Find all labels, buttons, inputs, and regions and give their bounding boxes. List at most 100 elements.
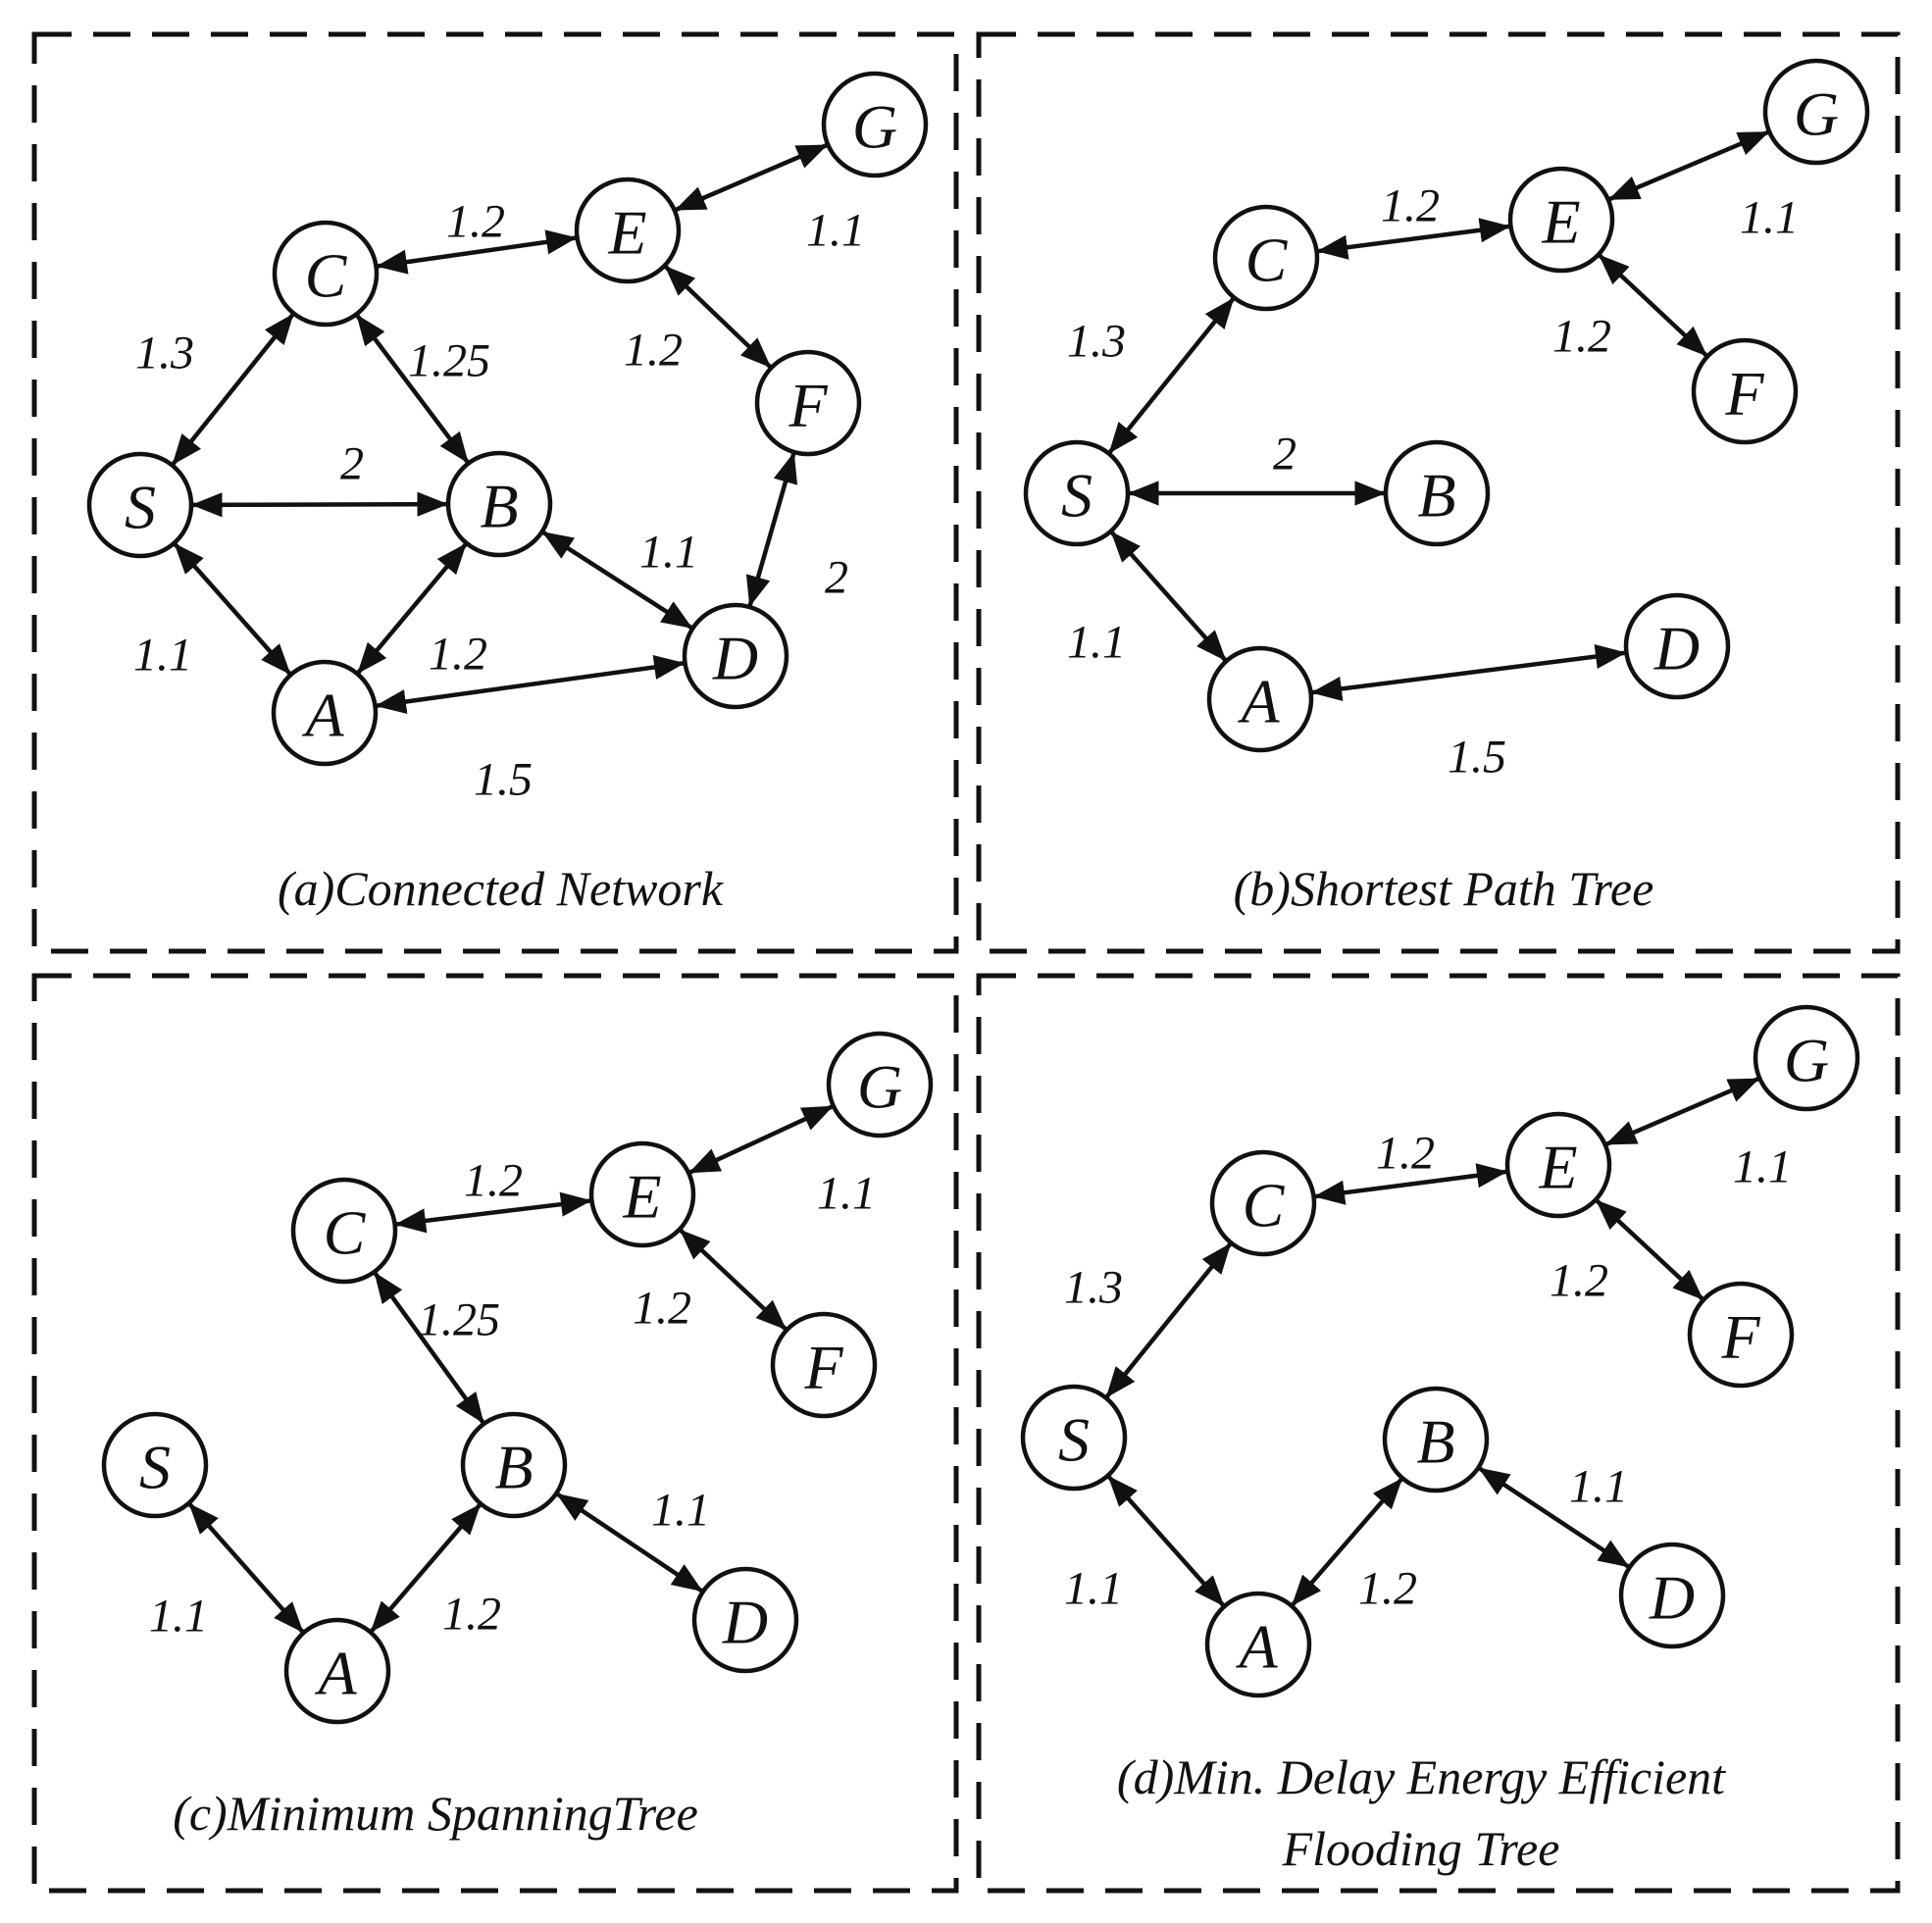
edge-line	[190, 491, 449, 518]
edge-line	[1597, 252, 1709, 359]
edge-c-A-B	[369, 1502, 483, 1634]
edge-line	[172, 541, 293, 677]
node-c-A: A	[283, 1617, 391, 1725]
edge-line	[678, 1227, 788, 1333]
node-label: D	[722, 1588, 768, 1657]
node-c-S: S	[101, 1411, 209, 1519]
panel-caption-c: (c)Minimum SpanningTree	[173, 1786, 698, 1841]
edge-weight-b-S-A: 1.1	[1067, 617, 1126, 669]
edge-d-C-E	[1313, 1163, 1508, 1205]
panel-frame-d	[976, 973, 1901, 1894]
edge-weight-c-S-A: 1.1	[149, 1591, 208, 1643]
edge-weight-b-S-B: 2	[1273, 429, 1296, 481]
node-label: A	[1235, 1612, 1278, 1682]
edge-line	[170, 312, 296, 467]
edge-weight-a-S-B: 2	[340, 438, 364, 490]
node-label: B	[1417, 461, 1455, 531]
edge-line	[376, 229, 578, 275]
edge-weight-c-E-F: 1.2	[633, 1283, 691, 1335]
node-b-E: E	[1507, 166, 1615, 274]
node-circle	[1623, 592, 1731, 700]
edge-d-S-A	[1105, 1474, 1227, 1608]
node-circle	[101, 1411, 209, 1519]
node-label: G	[1794, 79, 1839, 149]
edge-line	[1310, 644, 1627, 701]
node-circle	[86, 451, 194, 559]
node-d-A: A	[1204, 1591, 1312, 1698]
node-circle	[271, 659, 379, 767]
node-label: A	[1237, 667, 1280, 736]
node-c-G: G	[826, 1031, 934, 1139]
edge-c-C-B	[372, 1270, 486, 1426]
node-circle	[283, 1617, 391, 1725]
edge-d-E-F	[1594, 1197, 1705, 1302]
edge-d-B-D	[1477, 1465, 1631, 1570]
edge-a-S-B	[190, 491, 449, 518]
node-circle	[1382, 1386, 1490, 1493]
edge-d-S-C	[1103, 1241, 1234, 1399]
node-circle	[770, 1311, 878, 1419]
edge-line	[663, 264, 773, 370]
edge-c-E-F	[678, 1227, 788, 1333]
edge-line	[673, 142, 830, 213]
node-circle	[574, 177, 682, 284]
edge-weight-a-A-B: 1.2	[429, 629, 487, 681]
node-circle	[1762, 58, 1870, 166]
node-label: S	[125, 473, 156, 542]
edge-weight-b-S-C: 1.3	[1067, 316, 1126, 368]
node-circle	[826, 1031, 934, 1139]
node-label: F	[1724, 359, 1764, 429]
node-circle	[460, 1411, 568, 1519]
edge-a-S-A	[172, 541, 293, 677]
node-b-D: D	[1623, 592, 1731, 700]
node-circle	[1020, 1384, 1128, 1492]
edge-line	[1316, 218, 1511, 260]
edge-weight-a-A-D: 1.5	[474, 754, 533, 806]
edge-weight-a-S-C: 1.3	[135, 328, 194, 380]
node-label: D	[1653, 614, 1700, 683]
edge-line	[1108, 530, 1229, 663]
edge-line	[554, 1492, 705, 1594]
edge-weight-d-B-D: 1.1	[1569, 1461, 1628, 1513]
panel-caption-d: (d)Min. Delay Energy Efficient	[1117, 1749, 1726, 1804]
edge-line	[687, 1103, 835, 1176]
edge-a-A-D	[375, 654, 686, 715]
edge-line	[540, 530, 694, 631]
node-circle	[1691, 337, 1799, 445]
node-circle	[1753, 1004, 1860, 1112]
node-a-C: C	[272, 220, 380, 328]
edge-line	[394, 1191, 592, 1234]
edge-line	[1603, 1076, 1761, 1147]
panel-frame-b	[976, 31, 1901, 954]
node-label: F	[803, 1333, 843, 1402]
node-b-C: C	[1212, 204, 1320, 312]
node-b-A: A	[1206, 645, 1314, 753]
edge-b-A-D	[1310, 644, 1627, 701]
edge-line	[354, 313, 471, 465]
node-circle	[1204, 1591, 1312, 1698]
node-circle	[821, 71, 929, 178]
edge-weight-b-E-F: 1.2	[1552, 311, 1611, 363]
edge-line	[1105, 1474, 1227, 1608]
node-a-D: D	[682, 602, 789, 710]
edge-weight-d-S-C: 1.3	[1064, 1262, 1123, 1314]
panel-caption-d: Flooding Tree	[1282, 1821, 1560, 1876]
node-label: B	[480, 472, 518, 541]
node-a-B: B	[445, 450, 553, 558]
node-label: G	[852, 92, 897, 162]
panel-caption-b: (b)Shortest Path Tree	[1234, 861, 1654, 916]
node-label: F	[788, 371, 828, 440]
edge-weight-a-S-A: 1.1	[133, 630, 192, 682]
node-circle	[1687, 1281, 1795, 1389]
edge-weight-a-B-D: 1.1	[639, 527, 698, 579]
edge-line	[1106, 296, 1237, 455]
edge-a-E-F	[663, 264, 773, 370]
edge-weight-a-C-E: 1.2	[446, 196, 505, 248]
edge-a-C-B	[354, 313, 471, 465]
node-circle	[1209, 1149, 1317, 1257]
edge-line	[1477, 1465, 1631, 1570]
edge-line	[372, 1270, 486, 1426]
node-d-B: B	[1382, 1386, 1490, 1493]
node-label: F	[1720, 1302, 1760, 1372]
